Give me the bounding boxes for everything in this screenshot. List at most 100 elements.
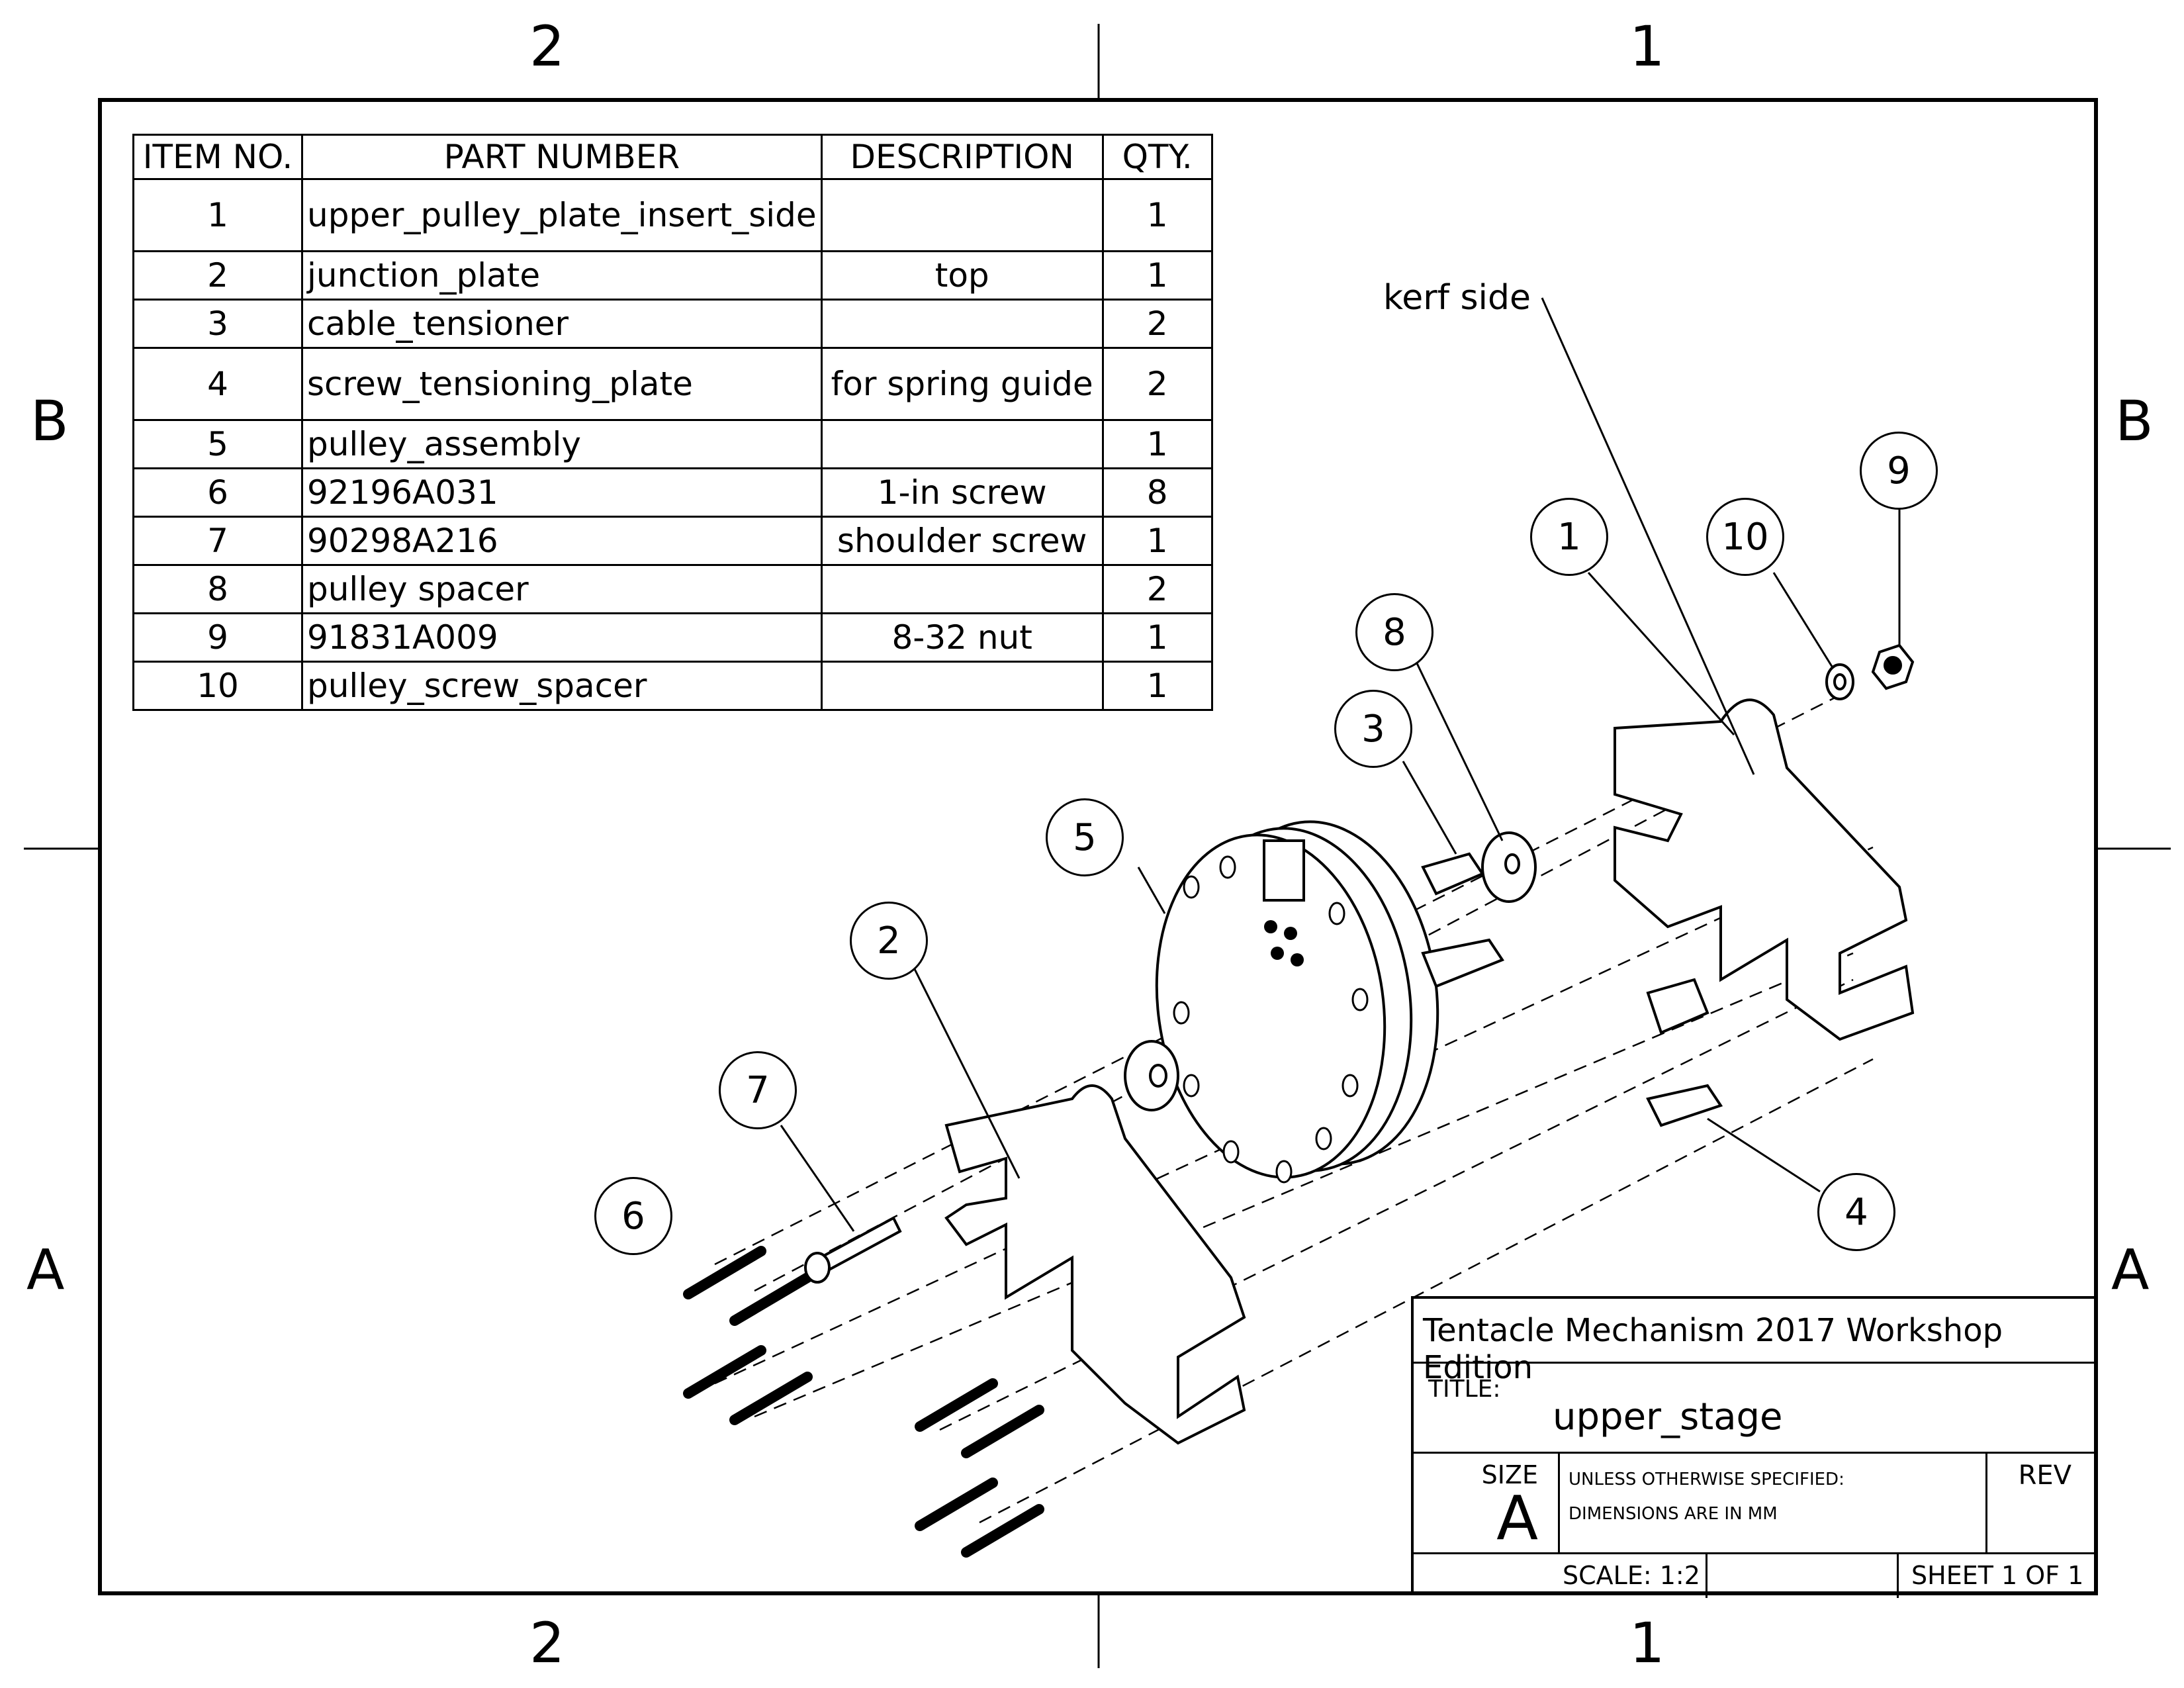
size-value: A: [1496, 1483, 1538, 1554]
sheet-text: SHEET 1 OF 1: [1911, 1561, 2084, 1590]
bom-item: 6: [132, 467, 303, 518]
bom-qty: 2: [1101, 347, 1213, 421]
pulley-spacer-left: [1124, 1040, 1179, 1111]
bom-item: 4: [132, 347, 303, 421]
scale-text: SCALE: 1:2: [1563, 1561, 1700, 1590]
bom-part: 92196A031: [301, 467, 823, 518]
bom-qty: 1: [1101, 661, 1213, 711]
balloon-1: 1: [1530, 498, 1608, 576]
scale-row: SCALE: 1:2 SHEET 1 OF 1: [1414, 1554, 2098, 1598]
bom-qty: 1: [1101, 250, 1213, 301]
bom-desc: shoulder screw: [820, 516, 1104, 566]
zone-top-1: 1: [1629, 14, 1665, 79]
bom-qty: 1: [1101, 612, 1213, 663]
cable-tensioner-parts: [1421, 831, 1723, 1127]
bom-desc: for spring guide: [820, 347, 1104, 421]
scale-divider-1: [1706, 1554, 1707, 1598]
balloon-5: 5: [1046, 798, 1124, 876]
bom-qty: 8: [1101, 467, 1213, 518]
bom-part: upper_pulley_plate_insert_side: [301, 178, 823, 252]
bom-item: 10: [132, 661, 303, 711]
bom-item: 5: [132, 419, 303, 469]
bom-part: junction_plate: [301, 250, 823, 301]
drawing-title: upper_stage: [1553, 1395, 1783, 1438]
zone-bottom-1: 1: [1629, 1611, 1665, 1675]
zone-right-A: A: [2111, 1237, 2150, 1302]
bom-item: 9: [132, 612, 303, 663]
balloon-6: 6: [594, 1177, 672, 1255]
title-label: TITLE:: [1428, 1376, 1501, 1403]
title-row: TITLE: upper_stage: [1414, 1364, 2098, 1454]
bom-part: 91831A009: [301, 612, 823, 663]
bom-part: pulley spacer: [301, 564, 823, 614]
bom-item: 3: [132, 299, 303, 349]
pulley-holes: [1173, 855, 1369, 1184]
bom-qty: 1: [1101, 419, 1213, 469]
bom-item: 8: [132, 564, 303, 614]
balloon-3: 3: [1334, 690, 1412, 768]
bom-desc: 8-32 nut: [820, 612, 1104, 663]
bom-desc: [820, 419, 1104, 469]
bom-desc: [820, 661, 1104, 711]
bom-desc: [820, 564, 1104, 614]
bom-qty: 2: [1101, 299, 1213, 349]
balloon-7: 7: [719, 1051, 797, 1129]
junction-plate-part: [944, 1084, 1246, 1445]
bom-item: 7: [132, 516, 303, 566]
bom-item: 2: [132, 250, 303, 301]
zone-top-2: 2: [529, 14, 565, 79]
notes-line-2: DIMENSIONS ARE IN MM: [1569, 1504, 1778, 1524]
bom-qty: 2: [1101, 564, 1213, 614]
balloon-4: 4: [1817, 1173, 1895, 1251]
bom-header-qty: QTY.: [1101, 134, 1213, 180]
balloon-8: 8: [1355, 593, 1433, 671]
balloon-9: 9: [1860, 432, 1938, 510]
size-row: SIZE A UNLESS OTHERWISE SPECIFIED: DIMEN…: [1414, 1454, 2098, 1554]
size-cell: SIZE A: [1414, 1454, 1560, 1554]
size-label: SIZE: [1481, 1460, 1538, 1489]
bom-part: 90298A216: [301, 516, 823, 566]
bom-part: screw_tensioning_plate: [301, 347, 823, 421]
zone-bottom-2: 2: [529, 1611, 565, 1675]
scale-divider-2: [1897, 1554, 1899, 1598]
bom-qty: 1: [1101, 516, 1213, 566]
zone-left-A: A: [26, 1237, 65, 1302]
bom-part: pulley_assembly: [301, 419, 823, 469]
bom-desc: [820, 178, 1104, 252]
balloon-10: 10: [1706, 498, 1784, 576]
project-name: Tentacle Mechanism 2017 Workshop Edition: [1414, 1299, 2098, 1386]
drawing-border: [98, 98, 2098, 1595]
zone-right-B: B: [2115, 389, 2154, 453]
bom-header-desc: DESCRIPTION: [820, 134, 1104, 180]
screws: [683, 1246, 1044, 1558]
bom-desc: [820, 299, 1104, 349]
bom-part: cable_tensioner: [301, 299, 823, 349]
pulley-dark-holes: [1264, 920, 1304, 966]
shoulder-screw: [804, 1216, 902, 1284]
bom-header-part: PART NUMBER: [301, 134, 823, 180]
nut-and-washer: [1825, 643, 1915, 700]
balloon-2: 2: [850, 902, 928, 980]
zone-left-B: B: [30, 389, 69, 453]
bom-item: 1: [132, 178, 303, 252]
leader-lines: [780, 297, 1901, 1232]
bom-desc: top: [820, 250, 1104, 301]
bom-desc: 1-in screw: [820, 467, 1104, 518]
upper-pulley-plate-part: [1614, 698, 1915, 1041]
rev-label: REV: [2018, 1460, 2071, 1491]
bom-qty: 1: [1101, 178, 1213, 252]
bom-header-row: ITEM NO. PART NUMBER DESCRIPTION QTY.: [132, 134, 1213, 180]
pulley-assembly-part: [1155, 820, 1439, 1179]
title-block: Tentacle Mechanism 2017 Workshop Edition…: [1411, 1296, 2098, 1598]
